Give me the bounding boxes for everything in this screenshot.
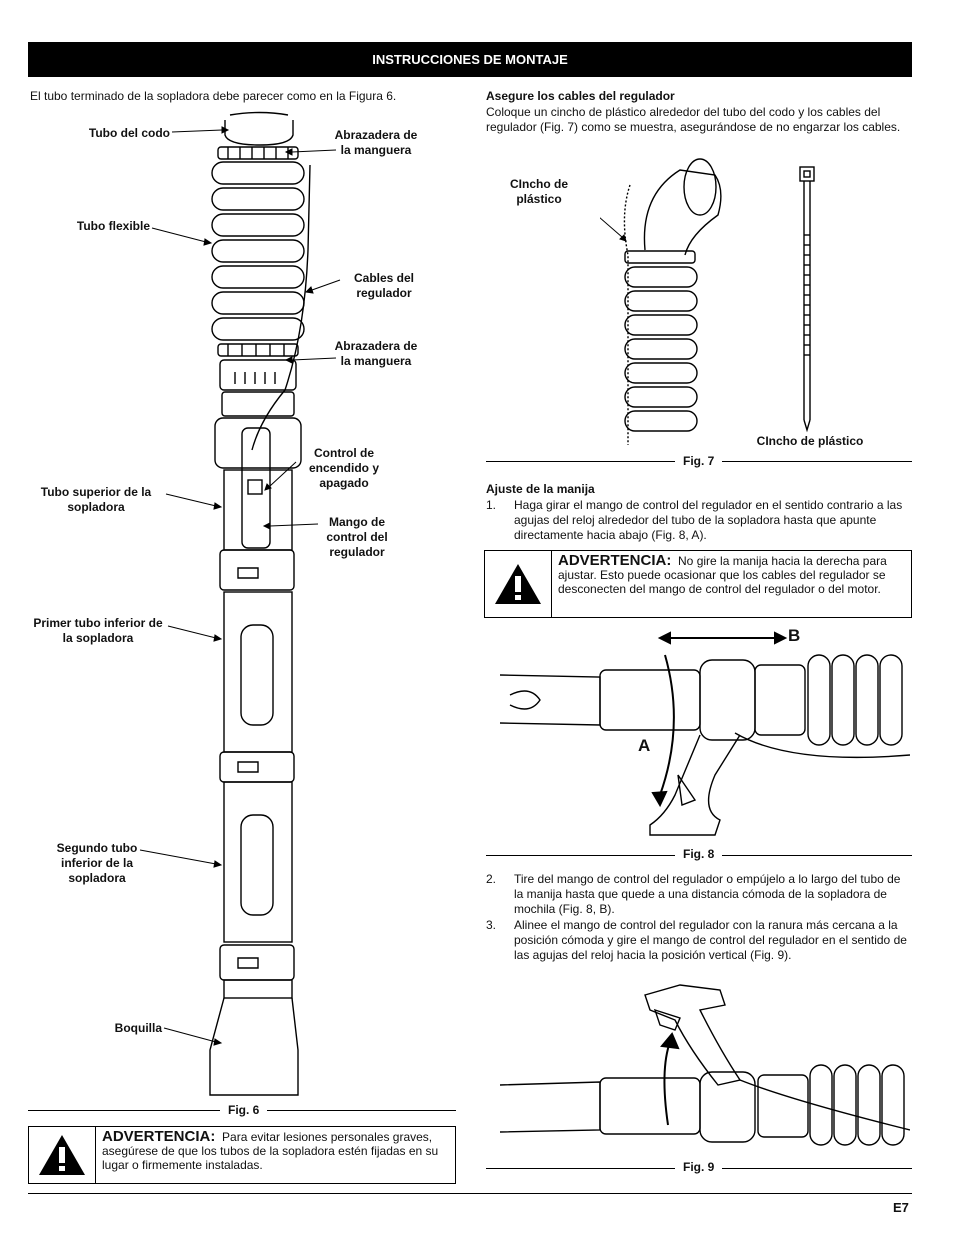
- fig8-illustration: [499, 631, 910, 836]
- intro-text: El tubo terminado de la sopladora debe p…: [30, 89, 397, 103]
- warning-title: ADVERTENCIA:: [102, 1128, 216, 1145]
- label-tubo-flexible: Tubo flexible: [76, 219, 150, 233]
- fig8-label-a: A: [638, 736, 651, 755]
- warning-box-right: ADVERTENCIA: No gire la manija hacia la …: [484, 550, 912, 618]
- step-1-num: 1.: [486, 498, 497, 512]
- label-tubo-superior: Tubo superior de la sopladora: [40, 485, 152, 514]
- section-header: INSTRUCCIONES DE MONTAJE: [28, 42, 912, 77]
- section-body-cables: Coloque un cincho de plástico alrededor …: [486, 105, 901, 134]
- warning-body: Para evitar lesiones personales graves, …: [102, 1130, 439, 1172]
- step-3-text: Alinee el mango de control del regulador…: [514, 918, 907, 962]
- step-2-text: Tire del mango de control del regulador …: [514, 872, 901, 916]
- fig7-caption: Fig. 7: [675, 454, 723, 468]
- label-mango: Mango de control del regulador: [326, 515, 388, 559]
- step-1-text: Haga girar el mango de control del regul…: [514, 498, 903, 542]
- warning-title-right: ADVERTENCIA:: [558, 552, 672, 569]
- label-abrazadera-1: Abrazadera de la manguera: [334, 128, 418, 157]
- step-2: 2. Tire del mango de control del regulad…: [486, 872, 910, 917]
- warning-triangle-icon: [29, 1127, 96, 1183]
- fig7-label-1: CIncho de plástico: [509, 177, 568, 206]
- label-abrazadera-2: Abrazadera de la manguera: [334, 339, 418, 368]
- warning-text-left: ADVERTENCIA: Para evitar lesiones person…: [96, 1127, 455, 1183]
- warning-text-right: ADVERTENCIA: No gire la manija hacia la …: [552, 551, 911, 617]
- label-cables: Cables del regulador: [353, 271, 415, 300]
- blower-tube-illustration: [209, 111, 311, 1096]
- footer-rule: [28, 1193, 912, 1194]
- fig8-label-b: B: [788, 626, 801, 645]
- label-control: Control de encendido y apagado: [308, 446, 379, 490]
- page-number: E7: [893, 1200, 909, 1215]
- warning-body-right: No gire la manija hacia la derecha para …: [558, 554, 887, 596]
- warning-triangle-icon-right: [485, 551, 552, 617]
- step-3-num: 3.: [486, 918, 497, 932]
- label-boquilla: Boquilla: [114, 1021, 162, 1035]
- label-tubo-codo: Tubo del codo: [88, 126, 170, 140]
- label-primer-tubo: Primer tubo inferior de la sopladora: [33, 616, 163, 645]
- fig9-illustration: [499, 984, 910, 1146]
- warning-box-left: ADVERTENCIA: Para evitar lesiones person…: [28, 1126, 456, 1184]
- step-2-num: 2.: [486, 872, 497, 886]
- fig7-label-2: CIncho de plástico: [756, 434, 864, 448]
- fig6-caption: Fig. 6: [220, 1103, 268, 1117]
- step-1: 1. Haga girar el mango de control del re…: [486, 498, 910, 543]
- fig9-caption: Fig. 9: [675, 1160, 723, 1174]
- section-title-cables: Asegure los cables del regulador: [486, 89, 675, 103]
- fig8-caption: Fig. 8: [675, 847, 723, 861]
- section-title-manija: Ajuste de la manija: [486, 482, 595, 496]
- section-title: INSTRUCCIONES DE MONTAJE: [372, 52, 568, 67]
- step-3: 3. Alinee el mango de control del regula…: [486, 918, 910, 963]
- label-segundo-tubo: Segundo tubo inferior de la sopladora: [56, 841, 138, 885]
- fig7-illustration: [600, 158, 815, 445]
